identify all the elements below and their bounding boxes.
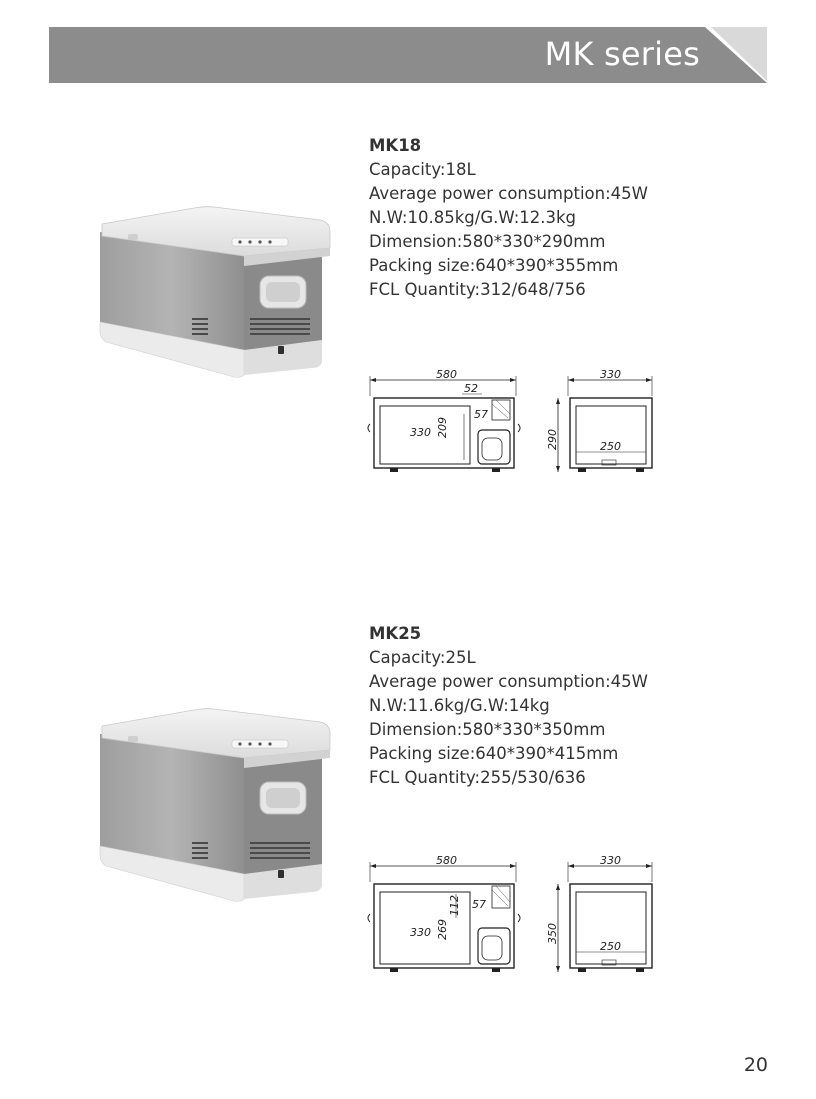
dim-depth: 330 xyxy=(600,854,621,867)
spec-dimension: Dimension:580*330*290mm xyxy=(369,232,606,251)
dim-inner-depth: 330 xyxy=(410,926,431,939)
spec-capacity: Capacity:25L xyxy=(369,648,476,667)
fridge-product-image xyxy=(99,206,331,378)
front-dimension-drawing: 580 52 330 209 57 xyxy=(367,368,521,472)
product-mk25: MK25 Capacity:25L Average power consumpt… xyxy=(0,618,816,1058)
spec-list: MK18 Capacity:18L Average power consumpt… xyxy=(369,134,648,302)
spec-list: MK25 Capacity:25L Average power consumpt… xyxy=(369,622,648,790)
spec-weight: N.W:10.85kg/G.W:12.3kg xyxy=(369,208,577,227)
fridge-product-image xyxy=(99,708,331,902)
front-dimension-drawing: 580 112 57 330 269 xyxy=(367,854,521,972)
series-title: MK series xyxy=(544,35,700,73)
spec-fcl: FCL Quantity:255/530/636 xyxy=(369,768,586,787)
spec-weight: N.W:11.6kg/G.W:14kg xyxy=(369,696,550,715)
dim-step-b: 57 xyxy=(474,408,488,421)
product-mk18: MK18 Capacity:18L Average power consumpt… xyxy=(0,130,816,570)
model-name: MK25 xyxy=(369,624,422,643)
dim-inner-width: 250 xyxy=(600,440,621,453)
spec-power: Average power consumption:45W xyxy=(369,184,648,203)
dim-step-a: 52 xyxy=(464,382,478,395)
dim-step-a: 112 xyxy=(448,895,461,916)
dim-depth: 330 xyxy=(600,368,621,381)
model-name: MK18 xyxy=(369,136,422,155)
spec-capacity: Capacity:18L xyxy=(369,160,476,179)
dim-inner-height: 209 xyxy=(436,417,449,438)
dim-inner-height: 269 xyxy=(436,919,449,940)
dim-inner-width: 250 xyxy=(600,940,621,953)
banner-corner-fold xyxy=(705,27,767,83)
series-banner: MK series xyxy=(49,27,767,83)
dim-inner-depth: 330 xyxy=(410,426,431,439)
dim-width: 580 xyxy=(436,368,457,381)
spec-packing: Packing size:640*390*415mm xyxy=(369,744,619,763)
dim-width: 580 xyxy=(436,854,457,867)
side-dimension-drawing: 330 350 250 xyxy=(548,854,653,972)
spec-dimension: Dimension:580*330*350mm xyxy=(369,720,606,739)
spec-fcl: FCL Quantity:312/648/756 xyxy=(369,280,586,299)
spec-packing: Packing size:640*390*355mm xyxy=(369,256,619,275)
page-number: 20 xyxy=(743,1054,768,1076)
dim-height: 290 xyxy=(548,429,559,450)
dim-height: 350 xyxy=(548,923,559,944)
spec-power: Average power consumption:45W xyxy=(369,672,648,691)
dim-step-b: 57 xyxy=(472,898,486,911)
side-dimension-drawing: 330 290 250 xyxy=(548,368,653,472)
